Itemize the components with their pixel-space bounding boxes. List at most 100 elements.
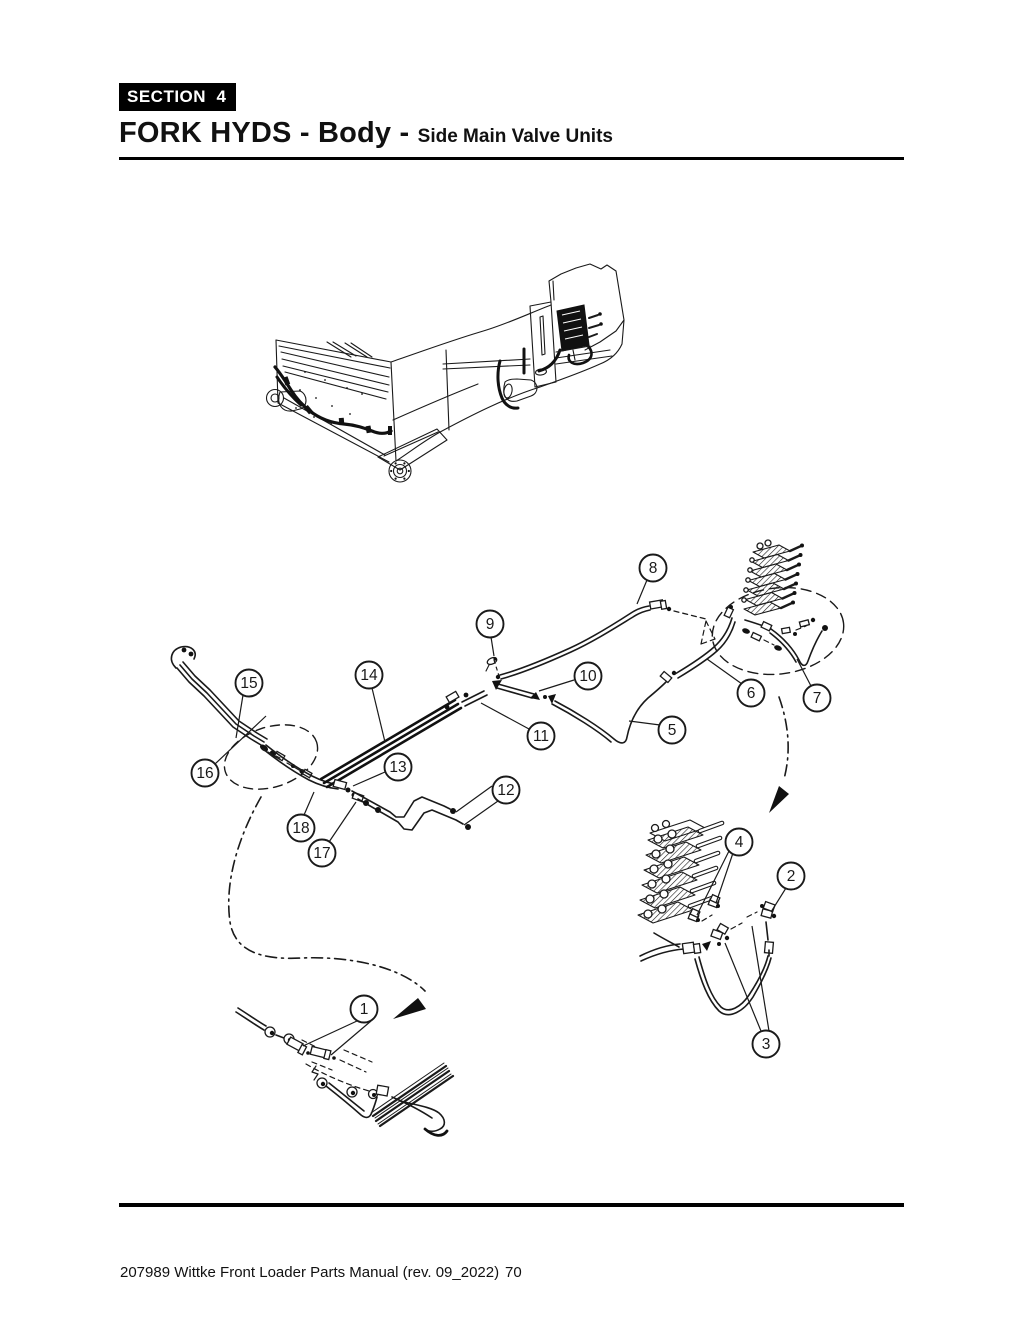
arrow-down-right — [769, 786, 789, 813]
callout-circle — [307, 838, 337, 868]
callout-leader — [302, 1020, 358, 1047]
callout-2: 2 — [770, 861, 806, 913]
valve-bank-upper — [741, 539, 804, 616]
footer-page-number: 70 — [505, 1264, 522, 1281]
rivet-dots — [295, 371, 363, 425]
callout-10: 10 — [538, 661, 603, 692]
callout-leader-dashed — [493, 659, 500, 677]
callout-number: 4 — [735, 834, 744, 851]
detail-fittings-lower-right — [637, 819, 777, 1016]
detail-fittings-lower-left — [235, 1007, 455, 1137]
callout-number: 14 — [360, 667, 378, 684]
callout-circle — [190, 758, 220, 788]
callout-leader — [352, 771, 386, 787]
callout-17: 17 — [307, 801, 357, 868]
callout-number: 7 — [813, 690, 822, 707]
callout-number: 1 — [360, 1001, 369, 1018]
callout-8: 8 — [636, 553, 668, 605]
callout-number: 18 — [292, 820, 309, 837]
callout-14: 14 — [354, 660, 386, 743]
tube-bundle-band — [370, 1062, 455, 1128]
callout-number: 3 — [762, 1036, 771, 1053]
callout-number: 5 — [668, 722, 677, 739]
callout-circle — [354, 660, 384, 690]
callout-circle — [724, 827, 754, 857]
callout-leader — [696, 850, 730, 916]
callout-5: 5 — [628, 715, 687, 745]
callout-leader — [490, 636, 495, 657]
callout-leader — [328, 801, 357, 843]
footer-text: 207989 Wittke Front Loader Parts Manual … — [120, 1264, 500, 1281]
callout-leader — [455, 785, 493, 813]
callout-leader — [330, 1020, 372, 1056]
truck-body-overview — [265, 263, 625, 483]
callout-number: 15 — [240, 675, 257, 692]
callout-circle — [349, 994, 379, 1024]
callout-6: 6 — [706, 658, 766, 708]
callout-number: 17 — [313, 845, 330, 862]
title-main: FORK HYDS - Body - — [119, 117, 418, 149]
callout-leader — [751, 925, 770, 1032]
callout-7: 7 — [796, 658, 832, 713]
callout-leader — [235, 694, 244, 739]
detail-ellipse-left — [223, 724, 319, 790]
callout-circle — [751, 1029, 781, 1059]
callout-circle — [234, 668, 264, 698]
callout-number: 8 — [649, 560, 658, 577]
body-hydraulic-plumbing — [273, 342, 593, 435]
callout-leader — [706, 658, 743, 685]
callout-circle — [638, 553, 668, 583]
callout-3: 3 — [724, 925, 781, 1059]
callout-number: 16 — [196, 765, 213, 782]
callout-12: 12 — [455, 775, 521, 826]
callout-circle — [802, 683, 832, 713]
callout-9: 9 — [475, 609, 505, 677]
callout-1: 1 — [302, 994, 379, 1056]
callout-number: 11 — [533, 728, 549, 745]
valve-bank-lower — [637, 819, 725, 924]
callout-leader — [636, 579, 648, 605]
callout-leader — [480, 702, 530, 730]
callout-15: 15 — [234, 668, 264, 739]
callout-number: 6 — [747, 685, 756, 702]
callout-leader — [796, 658, 812, 687]
rear-wheel — [388, 459, 412, 483]
callout-number: 10 — [579, 668, 597, 685]
callout-leader — [538, 679, 575, 692]
mounted-valve-block — [555, 304, 603, 361]
footer-rule — [119, 1203, 904, 1207]
callout-number: 2 — [787, 868, 796, 885]
arrow-down-left — [393, 998, 426, 1019]
reference-arrows — [227, 696, 789, 1019]
callout-number: 13 — [389, 759, 406, 776]
title-sub: Side Main Valve Units — [417, 126, 613, 147]
callout-13: 13 — [352, 752, 413, 787]
callout-circle — [526, 721, 556, 751]
callout-circle — [491, 775, 521, 805]
zigzag-tubes — [332, 778, 471, 831]
callout-circle — [286, 813, 316, 843]
hydraulic-lines — [170, 586, 845, 790]
callout-leader — [715, 852, 734, 904]
callout-11: 11 — [480, 702, 556, 751]
callout-circle — [383, 752, 413, 782]
callout-circle — [475, 609, 505, 639]
callout-leader — [214, 715, 267, 765]
callout-18: 18 — [286, 791, 316, 843]
section-badge: SECTION 4 — [119, 83, 237, 111]
callout-16: 16 — [190, 715, 267, 788]
callout-number: 12 — [497, 782, 514, 799]
callout-4: 4 — [696, 827, 754, 916]
callout-circle — [776, 861, 806, 891]
callout-leader — [371, 687, 386, 743]
header-rule — [119, 157, 904, 160]
callout-leader — [628, 720, 661, 726]
callout-leader — [724, 942, 762, 1032]
front-roller — [265, 388, 307, 412]
callout-circle — [573, 661, 603, 691]
callout-circle — [736, 678, 766, 708]
callout-leader — [770, 887, 787, 913]
